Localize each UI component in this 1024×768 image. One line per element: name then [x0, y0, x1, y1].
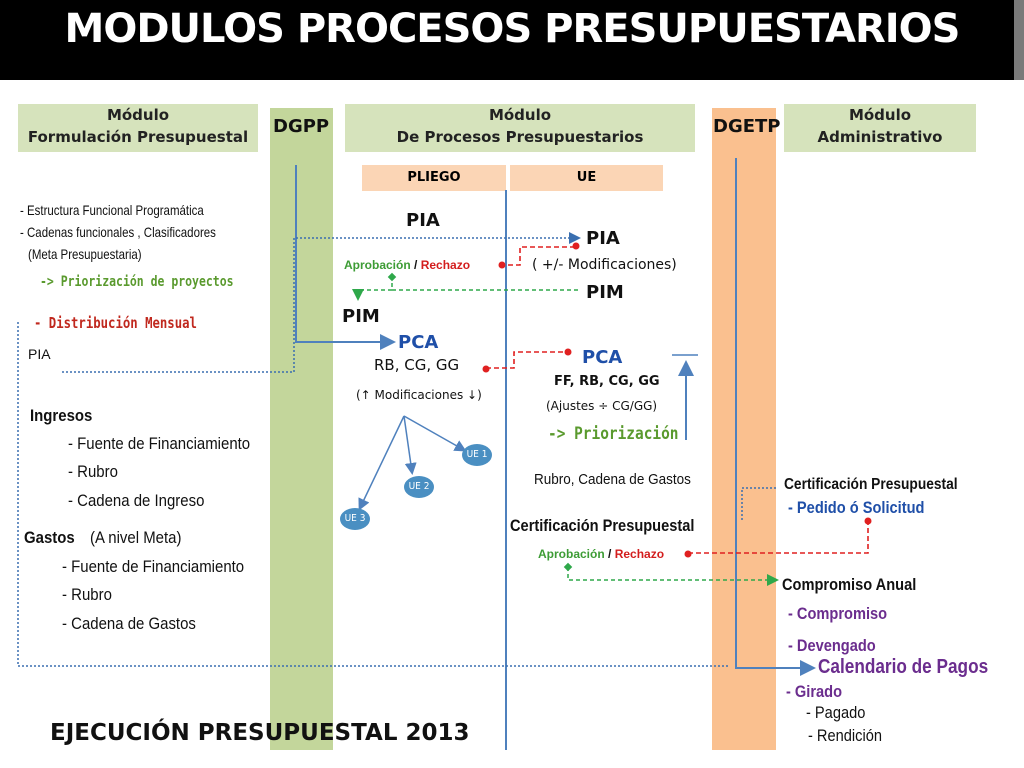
- pim-pliego: PIM: [342, 306, 380, 327]
- rubro-cadena-gastos: Rubro, Cadena de Gastos: [534, 471, 691, 488]
- pia-dotted-arrow: [62, 232, 581, 373]
- module-procesos: Módulo De Procesos Presupuestarios: [345, 104, 695, 152]
- distribucion-dotted-line: [17, 322, 730, 667]
- meta-text: (Meta Presupuestaria): [28, 246, 142, 262]
- tab-ue: UE: [510, 165, 663, 191]
- ue-3-node: UE 3: [340, 508, 370, 530]
- pagado: - Pagado: [806, 703, 866, 722]
- aprobacion-rechazo-2: Aprobación / Rechazo: [538, 547, 664, 561]
- module-formulacion-line2: Formulación Presupuestal: [27, 128, 249, 146]
- dgetp-to-calendario-arrow: [735, 158, 816, 676]
- distribucion-mensual: - Distribución Mensual: [34, 314, 197, 332]
- pedido-solicitud: - Pedido ó Solicitud: [788, 498, 925, 517]
- ingresos-heading: Ingresos: [30, 406, 93, 425]
- ue-1-node: UE 1: [462, 444, 492, 466]
- ff-rb-cg-gg: FF, RB, CG, GG: [554, 374, 660, 389]
- dgetp-label: DGETP: [713, 116, 781, 137]
- gas-rubro: - Rubro: [62, 585, 112, 604]
- aprobacion-rechazo-1: Aprobación / Rechazo: [344, 258, 470, 272]
- cert-presupuestal-right: Certificación Presupuestal: [784, 476, 958, 493]
- pia-pliego: PIA: [406, 210, 440, 231]
- aprobacion-label: Aprobación: [344, 258, 411, 272]
- footer-title: EJECUCIÓN PRESUPUESTAL 2013: [50, 720, 470, 746]
- rb-cg-gg: RB, CG, GG: [374, 356, 460, 374]
- aprobacion-red-link: [500, 246, 576, 266]
- pia-ue: PIA: [586, 228, 620, 249]
- slash-label: /: [410, 258, 421, 272]
- pca-red-link: [486, 351, 568, 369]
- pim-green-link: [391, 276, 578, 291]
- rechazo-label: Rechazo: [420, 258, 471, 272]
- girado: - Girado: [786, 682, 843, 701]
- pim-green-arrow: [352, 289, 392, 301]
- cert-presupuestal-center: Certificación Presupuestal: [510, 516, 695, 535]
- dgpp-label: DGPP: [273, 116, 330, 137]
- dgpp-column: [270, 108, 333, 750]
- tab-pliego: PLIEGO: [362, 165, 506, 191]
- dgetp-column: [712, 108, 776, 750]
- gastos-heading: Gastos: [24, 528, 75, 547]
- title-bar: [0, 0, 1024, 80]
- estructura-text: - Estructura Funcional Programática: [20, 202, 204, 218]
- ing-rubro: - Rubro: [68, 462, 118, 481]
- module-formulacion-line1: Módulo: [106, 106, 170, 124]
- ing-cadena: - Cadena de Ingreso: [68, 491, 205, 510]
- module-formulacion: Módulo Formulación Presupuestal: [18, 104, 258, 152]
- cert-red-link: [688, 522, 869, 554]
- module-administrativo: Módulo Administrativo: [784, 104, 976, 152]
- slash2-label: /: [604, 547, 615, 561]
- compromiso-anual: Compromiso Anual: [782, 575, 917, 594]
- module-administrativo-line1: Módulo: [848, 106, 912, 124]
- gastos-nivel: (A nivel Meta): [90, 528, 182, 547]
- modificaciones-text: ( +/- Modificaciones): [532, 257, 677, 273]
- dgpp-to-pca-arrow: [295, 165, 396, 350]
- pca-pliego: PCA: [398, 332, 439, 353]
- cadenas-text: - Cadenas funcionales , Clasificadores: [20, 224, 216, 240]
- compromiso: - Compromiso: [788, 604, 888, 623]
- module-administrativo-line2: Administrativo: [817, 128, 943, 146]
- cert-bracket: [741, 487, 776, 520]
- rendicion: - Rendición: [808, 726, 882, 745]
- ajustes-text: (Ajustes ÷ CG/GG): [546, 399, 658, 413]
- pca-ue: PCA: [582, 347, 623, 368]
- ing-fuente: - Fuente de Financiamiento: [68, 434, 251, 453]
- calendario-pagos: Calendario de Pagos: [818, 656, 989, 678]
- pim-ue: PIM: [586, 282, 624, 303]
- gas-cadena: - Cadena de Gastos: [62, 614, 196, 633]
- page-title: MODULOS PROCESOS PRESUPUESTARIOS: [64, 6, 961, 52]
- modificaciones-arrows: (↑ Modificaciones ↓): [356, 388, 482, 402]
- priorizacion-proyectos: -> Priorización de proyectos: [40, 274, 234, 290]
- left-pia: PIA: [28, 346, 51, 362]
- compromiso-green-arrow: [567, 567, 779, 586]
- priorizacion-ue: -> Priorización: [548, 424, 679, 444]
- aprobacion2-label: Aprobación: [538, 547, 605, 561]
- module-procesos-line2: De Procesos Presupuestarios: [396, 128, 644, 146]
- gas-fuente: - Fuente de Financiamiento: [62, 557, 245, 576]
- rechazo2-label: Rechazo: [614, 547, 665, 561]
- module-procesos-line1: Módulo: [488, 106, 552, 124]
- title-edge: [1014, 0, 1024, 80]
- ue-2-node: UE 2: [404, 476, 434, 498]
- devengado: - Devengado: [788, 636, 876, 655]
